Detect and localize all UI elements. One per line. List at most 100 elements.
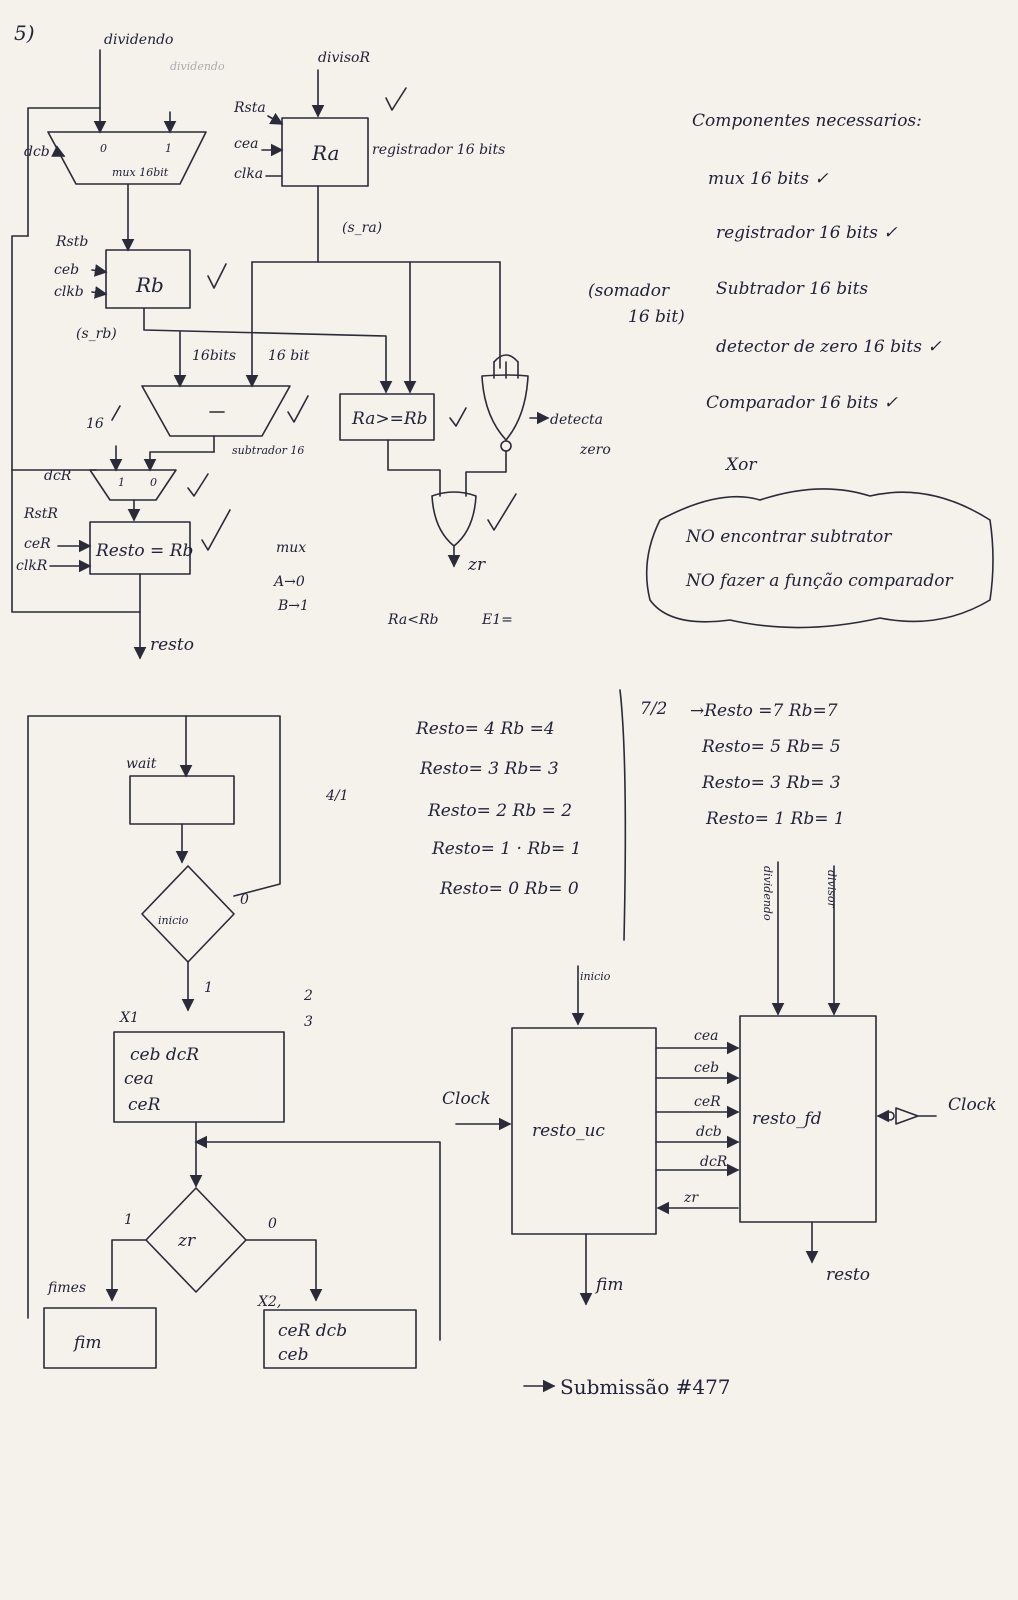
x1-line-1: ceb dcR <box>130 1045 199 1065</box>
component-xor: Xor <box>724 455 757 475</box>
component-registrador: registrador 16 bits ✓ <box>716 223 898 243</box>
checkmark <box>202 510 230 550</box>
trace-b-row-1: Resto= 5 Rb= 5 <box>701 737 841 757</box>
zr-decision-label: zr <box>177 1231 196 1251</box>
ceb-label: ceb <box>54 262 79 278</box>
mux-note-title: mux <box>276 540 306 556</box>
comparator-label: Ra>=Rb <box>351 409 428 429</box>
divisor-vertical-label: divisor <box>825 870 838 909</box>
zr-yes-label: 1 <box>124 1212 133 1228</box>
inicio-no-label: 0 <box>240 892 249 908</box>
rstb-label: Rstb <box>55 234 88 250</box>
trace-ratio-b: 7/2 <box>640 699 667 719</box>
dividendo-vertical-label: dividendo <box>761 866 774 921</box>
width-16-label: 16 <box>86 416 104 432</box>
ra-lt-rb-note: Ra<Rb <box>387 612 438 628</box>
checkmark <box>208 264 226 288</box>
inicio-decision-label: inicio <box>158 914 189 927</box>
clock-right-label: Clock <box>948 1095 997 1115</box>
cloud-note-1: NO encontrar subtrator <box>685 527 892 547</box>
mux-note-a: A→0 <box>272 574 305 590</box>
component-subtrador: Subtrador 16 bits <box>716 279 868 299</box>
trace-a-row-0: Resto= 4 Rb =4 <box>415 719 555 739</box>
trace-ratio-a: 4/1 <box>325 788 349 804</box>
checkmark <box>386 88 406 110</box>
margin-note-3: 3 <box>304 1014 313 1030</box>
clock-inverter <box>896 1108 936 1124</box>
note-cloud <box>647 489 993 628</box>
inicio-input-label: inicio <box>580 970 611 983</box>
somador-note-2: 16 bit) <box>628 307 685 327</box>
resto-output-block-label: resto <box>826 1265 870 1285</box>
submission-label: Submissão #477 <box>560 1375 731 1399</box>
divisor-label: divisoR <box>318 50 370 66</box>
sig-ceb: ceb <box>694 1060 719 1076</box>
s-rb-label: (s_rb) <box>76 326 117 342</box>
component-mux: mux 16 bits ✓ <box>708 169 829 189</box>
rsta-label: Rsta <box>233 100 266 116</box>
flow-wait-loop <box>28 716 280 1318</box>
fim-output-label: fim <box>594 1275 623 1295</box>
resto-uc-label: resto_uc <box>532 1121 605 1141</box>
wait-state-label: wait <box>126 756 157 772</box>
subtractor-in-width-b: 16 bit <box>268 348 310 364</box>
fim-state-tag: fimes <box>47 1280 86 1296</box>
ra-label: Ra <box>311 141 339 165</box>
zr-no-label: 0 <box>268 1216 277 1232</box>
state-x2-label: X2, <box>257 1294 281 1310</box>
state-x1-label: X1 <box>119 1010 139 1026</box>
resto-register-label: Resto = Rb <box>95 541 193 561</box>
subtractor-shape <box>142 386 290 436</box>
sig-dcr: dcR <box>700 1154 728 1170</box>
trace-a-row-3: Resto= 1 · Rb= 1 <box>431 839 581 859</box>
sig-zr: zr <box>683 1190 699 1206</box>
x1-line-3: ceR <box>128 1095 161 1115</box>
trace-b-row-0: →Resto =7 Rb=7 <box>690 701 838 721</box>
mux-bottom-shape <box>90 470 176 500</box>
mux-note-b: B→1 <box>277 598 309 614</box>
dividendo-label-faint: dividendo <box>170 60 225 73</box>
mux-top-in0: 0 <box>100 142 107 155</box>
trace-b-row-3: Resto= 1 Rb= 1 <box>705 809 845 829</box>
dividendo-label: dividendo <box>104 32 173 48</box>
trace-a-row-2: Resto= 2 Rb = 2 <box>427 801 572 821</box>
mux-top-label: mux 16bit <box>112 166 169 179</box>
sig-dcb: dcb <box>696 1124 722 1140</box>
resto-fd-label: resto_fd <box>752 1109 822 1129</box>
x2-line-2: ceb <box>278 1345 308 1365</box>
fim-state-label: fim <box>72 1333 101 1353</box>
x2-line-1: ceR dcb <box>278 1321 347 1341</box>
mux-feedback-line <box>28 108 100 236</box>
trace-b-row-2: Resto= 3 Rb= 3 <box>701 773 841 793</box>
rb-label: Rb <box>135 273 164 297</box>
cloud-note-2: NO fazer a função comparador <box>685 571 953 591</box>
trace-a-row-4: Resto= 0 Rb= 0 <box>439 879 579 899</box>
component-detector: detector de zero 16 bits ✓ <box>716 337 942 357</box>
inicio-yes-label: 1 <box>204 980 213 996</box>
mux-bottom-in0: 0 <box>150 476 157 489</box>
trace-divider <box>620 690 625 940</box>
zr-decision <box>146 1188 246 1292</box>
checkmark <box>488 494 516 530</box>
mux-top-in1: 1 <box>165 142 172 155</box>
wait-state-box <box>130 776 234 824</box>
checkmark <box>288 396 308 422</box>
zero-detector-nor <box>482 375 528 440</box>
trace-a-row-1: Resto= 3 Rb= 3 <box>419 759 559 779</box>
cea-label: cea <box>234 136 258 152</box>
component-comparador: Comparador 16 bits ✓ <box>706 393 898 413</box>
clkr-label: clkR <box>16 558 48 574</box>
margin-note-2: 2 <box>303 988 313 1004</box>
clock-left-label: Clock <box>442 1089 491 1109</box>
detecta-zero-label-2: zero <box>579 442 611 458</box>
sig-cer: ceR <box>694 1094 721 1110</box>
zr-output-label: zr <box>467 555 486 575</box>
sig-cea: cea <box>694 1028 718 1044</box>
mux-bottom-in1: 1 <box>118 476 125 489</box>
components-title: Componentes necessarios: <box>692 111 922 131</box>
clkb-label: clkb <box>54 284 84 300</box>
clka-label: clka <box>234 166 263 182</box>
subtrator-16-label: subtrador 16 <box>232 444 304 457</box>
